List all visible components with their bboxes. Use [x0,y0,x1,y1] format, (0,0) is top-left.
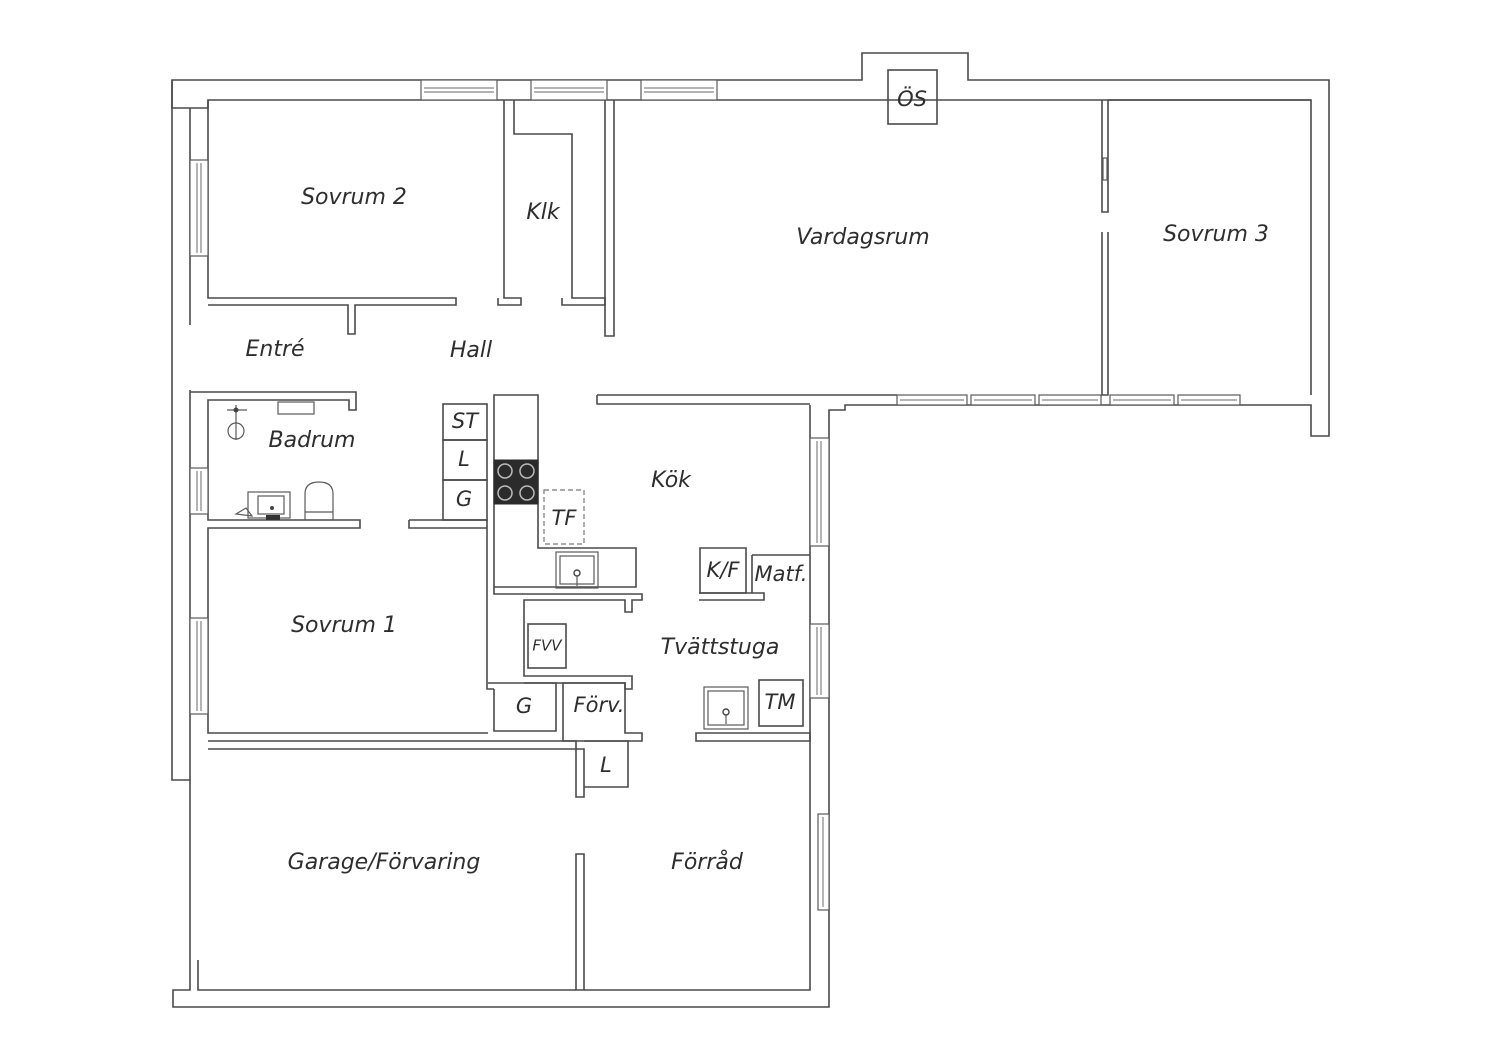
kitchen-sink-icon [555,551,599,589]
label-forv: Förv. [574,693,625,717]
shower-icon [227,405,247,440]
room-labels: Sovrum 2 Klk Vardagsrum Sovrum 3 ÖS Entr… [245,86,1268,875]
window-bottom-3 [1038,394,1102,406]
window-left-3 [189,617,209,715]
room-label-sovrum-1: Sovrum 1 [291,613,397,638]
room-label-hall: Hall [450,338,492,363]
room-label-sovrum-3: Sovrum 3 [1163,222,1269,247]
label-l-upper: L [458,447,470,471]
wardrobe-g [442,479,488,521]
label-g-lower: G [516,694,532,718]
room-label-klk: Klk [526,200,561,225]
window-tvatt [809,623,830,699]
interior-walls [190,99,1311,991]
label-tm: TM [765,690,796,714]
window-left-1 [189,159,209,257]
fixtures [227,69,1108,730]
label-os: ÖS [897,86,927,111]
window-bottom-2 [970,394,1036,406]
window-top-2 [530,79,608,101]
windows [189,79,1241,911]
room-label-sovrum-2: Sovrum 2 [301,185,407,210]
window-kok [809,437,830,547]
fireplace-box [887,69,938,125]
sliding-door [1102,157,1108,181]
label-kf: K/F [707,558,741,582]
window-top-3 [640,79,718,101]
bathroom-cabinet [277,401,315,415]
window-bottom-4 [1109,394,1175,406]
window-left-2 [189,467,209,515]
label-g-upper: G [456,487,472,511]
dishwasher-outline [543,489,585,545]
window-forrad [817,813,830,911]
room-label-entre: Entré [245,337,304,362]
label-fvv: FVV [532,637,563,655]
toilet-icon [304,481,334,520]
outer-walls [171,52,1330,1008]
fvv-box [527,623,567,669]
label-matf: Matf. [755,562,808,586]
window-bottom-1 [896,394,968,406]
room-label-badrum: Badrum [269,428,356,453]
bathroom-sink-icon [234,491,291,520]
window-top-1 [420,79,498,101]
room-label-forrad: Förråd [671,849,744,875]
washing-machine-box [758,679,804,727]
stove-icon [493,459,539,505]
room-label-tvattstuga: Tvättstuga [661,635,780,660]
label-tf: TF [552,506,578,530]
label-st: ST [452,409,480,433]
room-label-kok: Kök [651,468,692,493]
label-l-lower: L [600,753,612,777]
room-label-garage: Garage/Förvaring [288,850,481,875]
room-label-vardagsrum: Vardagsrum [796,225,929,250]
laundry-sink-icon [703,686,749,730]
window-bottom-5 [1177,394,1241,406]
